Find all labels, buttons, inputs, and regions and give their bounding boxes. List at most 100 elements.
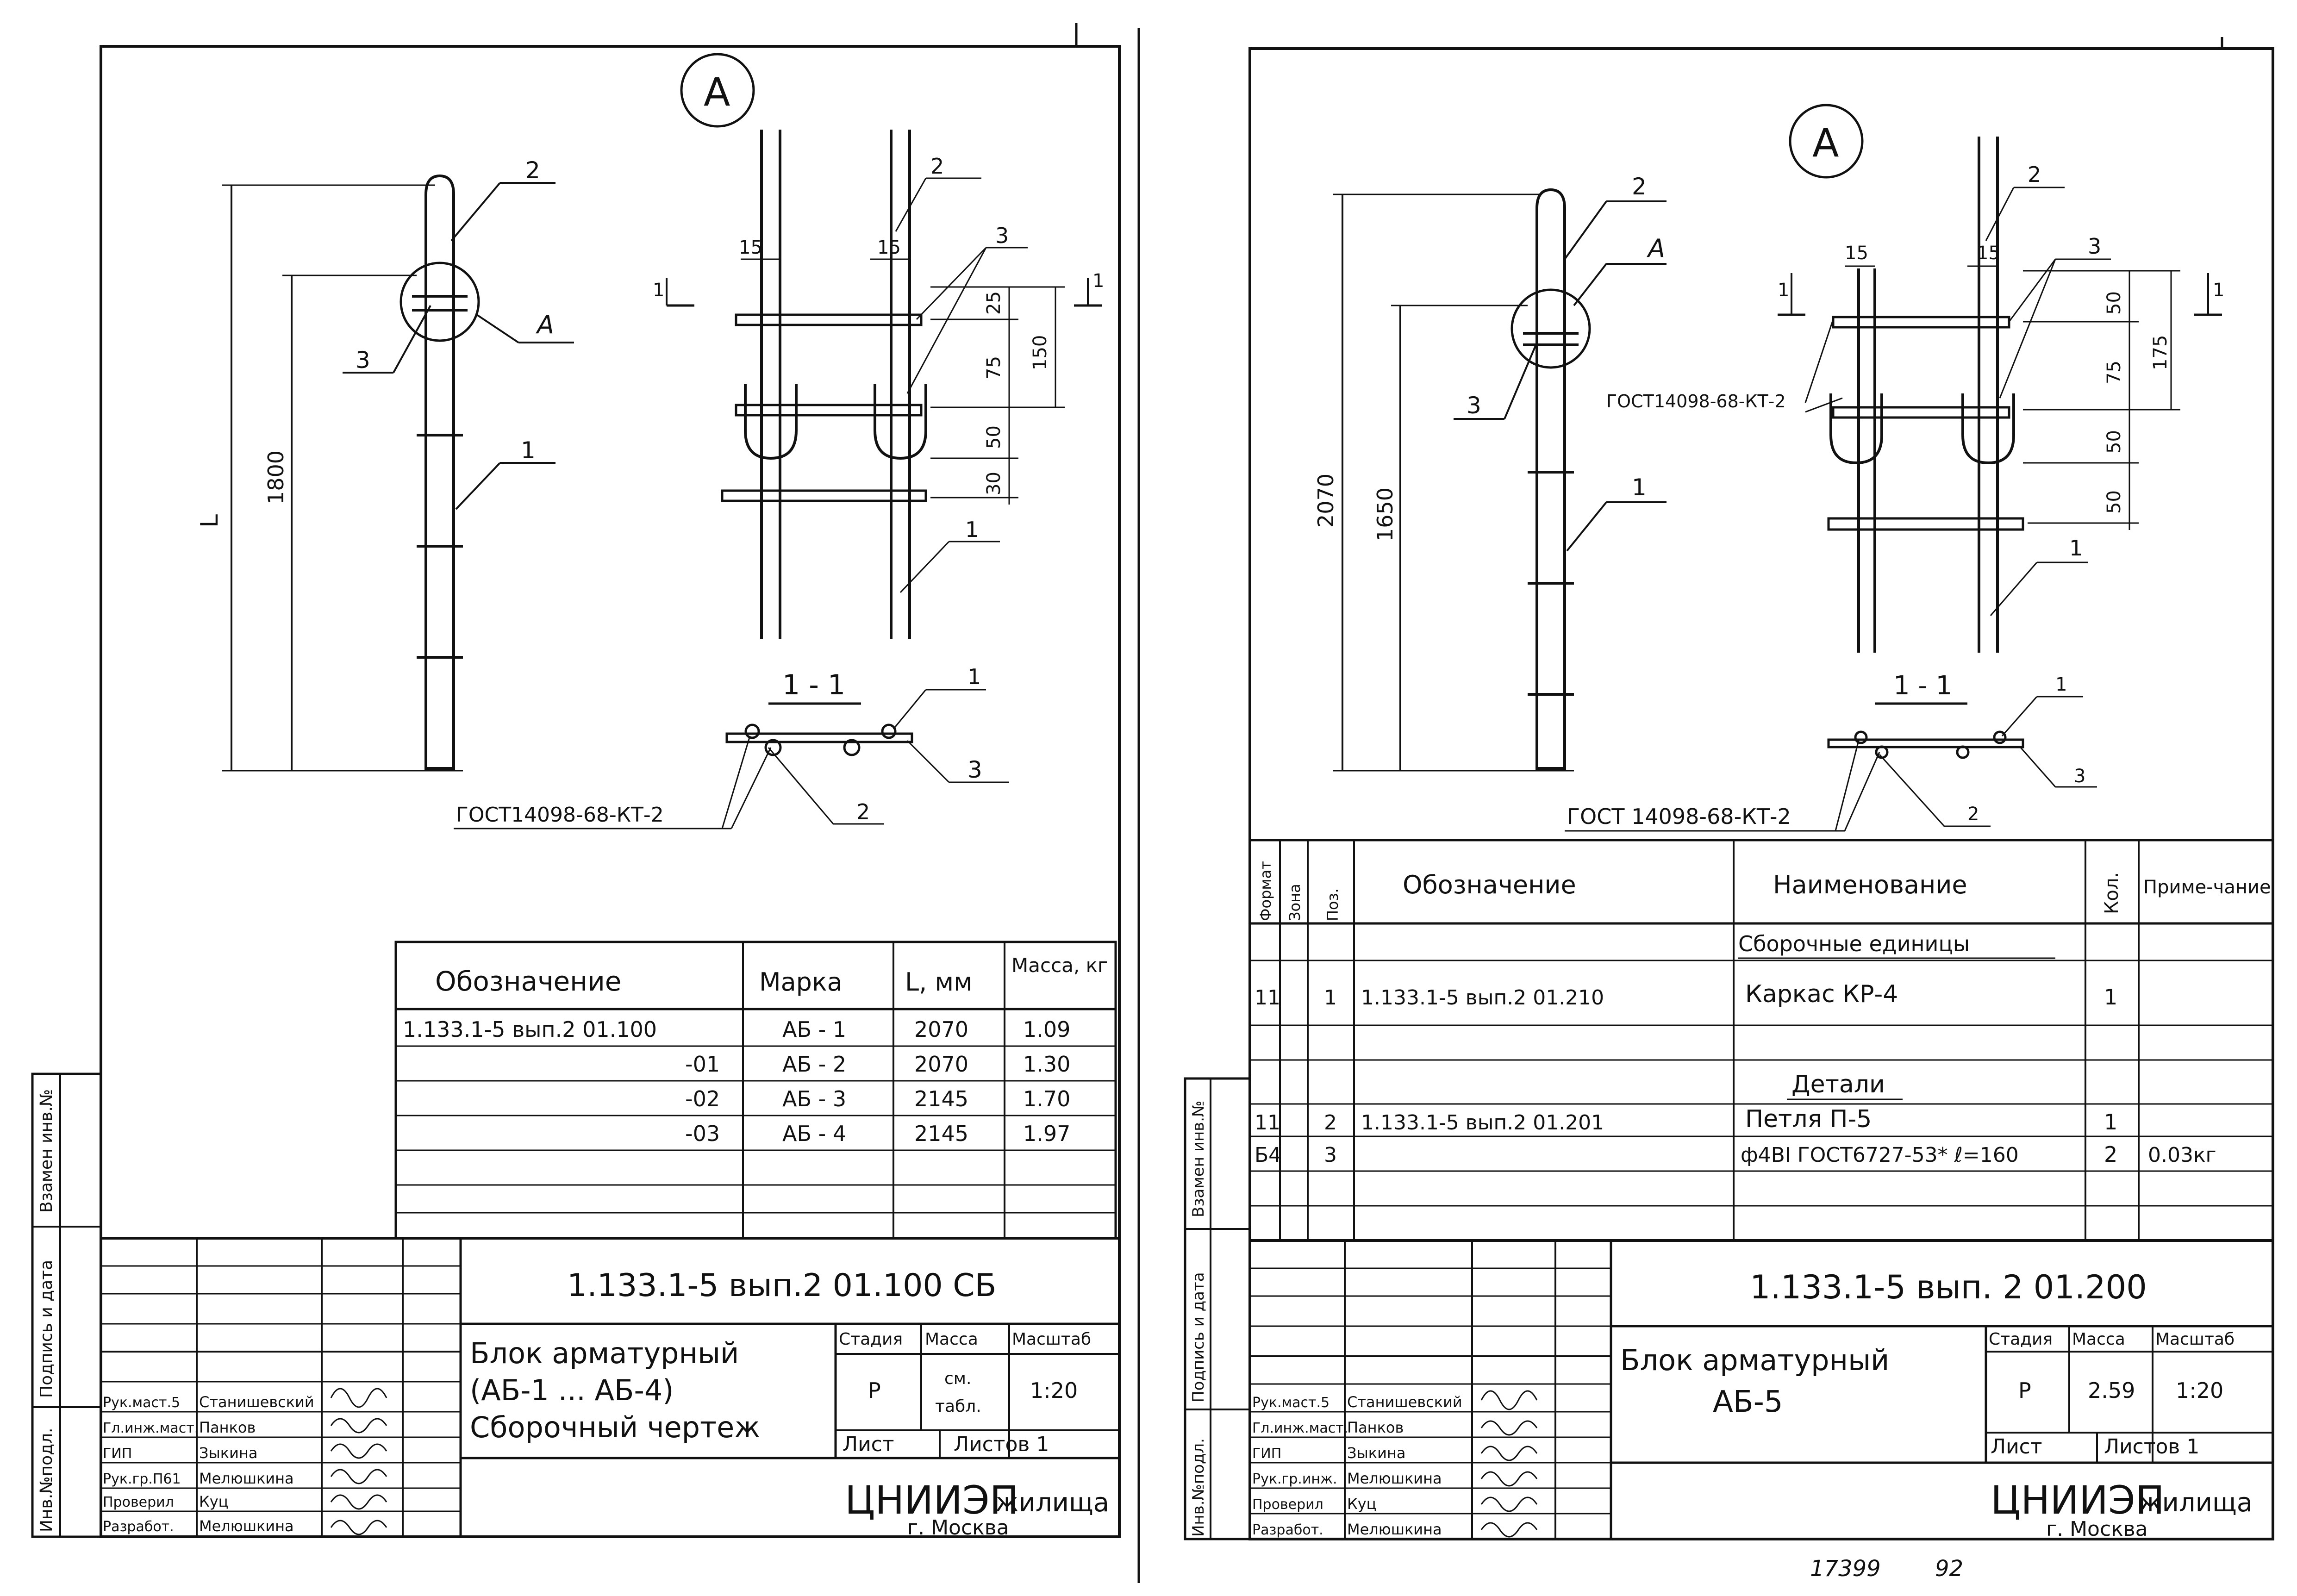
dim-1800: 1800 — [263, 450, 288, 505]
left-person: Куц — [199, 1493, 228, 1510]
left-pos-1: 1 — [521, 437, 536, 464]
signature — [1480, 1446, 1538, 1461]
dim-15b: 15 — [1977, 243, 2000, 264]
right-org-name: жилища — [2139, 1488, 2253, 1518]
dim-50a: 50 — [2104, 291, 2125, 315]
table-row-length: 2070 — [914, 1052, 968, 1077]
left-person: Станишевский — [199, 1393, 314, 1411]
right-group-assembly: Сборочные единицы — [1738, 931, 1970, 956]
table-row-qty: 2 — [2104, 1142, 2117, 1167]
right-person: Куц — [1347, 1495, 1376, 1513]
left-stage-value: Р — [868, 1378, 881, 1403]
table-row-length: 2070 — [914, 1017, 968, 1042]
table-row-mark: АБ - 4 — [782, 1121, 846, 1146]
table-row-designation: 1.133.1-5 вып.2 01.201 — [1361, 1111, 1604, 1135]
right-person: Мелюшкина — [1347, 1521, 1442, 1538]
right-section-mark-l: 1 — [1778, 280, 1789, 301]
left-role: Рук.маст.5 — [103, 1395, 180, 1411]
left-doc-name-1: Блок арматурный — [470, 1336, 739, 1370]
detail-circle-A — [1511, 288, 1591, 369]
right-sheets-label: Листов 1 — [2104, 1435, 2199, 1459]
right-org-logo: ЦНИИЭП — [1991, 1478, 2165, 1523]
right-doc-name-2: АБ-5 — [1713, 1385, 1783, 1419]
right-stage-header: Стадия — [1989, 1330, 2053, 1349]
right-scale-header: Масштаб — [2155, 1330, 2235, 1349]
detail-circle-A — [399, 262, 480, 342]
right-stage-value: Р — [2018, 1378, 2031, 1403]
left-spec-h-length: L, мм — [905, 967, 973, 997]
right-role: Разработ. — [1252, 1522, 1323, 1538]
right-org-city: г. Москва — [2046, 1517, 2148, 1541]
right-sec-pos-2: 2 — [1967, 804, 1979, 825]
left-person: Зыкина — [199, 1444, 257, 1462]
right-sheet-label: Лист — [1991, 1435, 2042, 1459]
right-detail-A: A 15 15 50 75 50 50 — [1606, 104, 2224, 653]
left-person: Панков — [199, 1419, 256, 1436]
left-spec-h-mark: Марка — [759, 967, 843, 997]
left-sec-pos-3: 3 — [967, 756, 982, 783]
left-view-label-A: A — [704, 69, 730, 115]
left-mass-value-2: табл. — [935, 1397, 981, 1416]
left-sec-pos-2: 2 — [856, 799, 870, 824]
dim-75: 75 — [2104, 361, 2125, 384]
right-view-label-A: A — [1812, 120, 1839, 166]
left-role: Проверил — [103, 1494, 174, 1510]
right-person: Мелюшкина — [1347, 1470, 1442, 1487]
right-person: Зыкина — [1347, 1444, 1405, 1462]
right-spec-table: Формат Зона Поз. Обозначение Наименовани… — [1248, 839, 2274, 1242]
right-role: ГИП — [1252, 1446, 1281, 1462]
left-org-logo: ЦНИИЭП — [845, 1478, 1019, 1523]
left-frame — [100, 45, 1121, 1538]
signature — [1480, 1496, 1538, 1512]
dim-1650: 1650 — [1373, 487, 1398, 542]
left-doc-name-3: Сборочный чертеж — [470, 1410, 760, 1444]
signature — [330, 1494, 387, 1510]
left-spec-table: Обозначение Марка L, мм Масса, кг — [394, 941, 1117, 1240]
signature — [330, 1443, 387, 1459]
dim-150: 150 — [1030, 335, 1051, 370]
left-title-block: Рук.маст.5 Гл.инж.маст. ГИП Рук.гр.П61 П… — [100, 1237, 1121, 1540]
table-row-designation: -01 — [685, 1052, 720, 1077]
table-row-mass: 1.30 — [1023, 1052, 1070, 1077]
signature — [1480, 1420, 1538, 1436]
dim-50c: 50 — [2104, 490, 2125, 514]
stamp-replace-inv: Взамен инв.№ — [37, 1089, 56, 1213]
right-section-title: 1 - 1 — [1893, 671, 1952, 701]
table-row-mass: 1.70 — [1023, 1086, 1070, 1111]
left-role: Гл.инж.маст. — [103, 1420, 199, 1436]
table-row-note: 0.03кг — [2148, 1143, 2216, 1167]
right-spec-h-pos: Поз. — [1324, 888, 1342, 921]
dim-15a: 15 — [739, 237, 762, 258]
right-role: Рук.маст.5 — [1252, 1395, 1330, 1411]
left-mass-header: Масса — [925, 1330, 978, 1349]
dim-15a: 15 — [1845, 243, 1868, 264]
right-section-mark-r: 1 — [2213, 280, 2224, 301]
left-detail-pos-1: 1 — [965, 517, 979, 542]
right-callout-A: A — [1647, 234, 1665, 263]
right-spec-h-qty: Кол. — [2101, 872, 2122, 914]
left-role: Рук.гр.П61 — [103, 1471, 181, 1487]
table-row-format: 11 — [1255, 986, 1280, 1010]
left-sheets-label: Листов 1 — [954, 1433, 1049, 1456]
left-spec-h-mass: Масса, кг — [1011, 954, 1108, 977]
table-row-pos: 1 — [1324, 986, 1337, 1010]
right-elevation: 2070 1650 2 A 3 1 — [1313, 173, 1667, 772]
right-section-1-1: 1 - 1 1 3 2 ГОСТ 14098-68-КТ-2 — [1565, 671, 2097, 832]
stamp-sign-date: Подпись и дата — [37, 1260, 56, 1398]
left-role: Разработ. — [103, 1519, 174, 1535]
right-mass-value: 2.59 — [2088, 1378, 2135, 1403]
dim-2070: 2070 — [1313, 474, 1338, 528]
left-person: Мелюшкина — [199, 1517, 294, 1535]
table-row-qty: 1 — [2104, 1110, 2117, 1135]
dim-L: L — [196, 514, 224, 528]
left-pos-3: 3 — [356, 347, 370, 374]
left-stage-header: Стадия — [839, 1330, 903, 1349]
right-pos-1: 1 — [1632, 474, 1647, 501]
table-row-mark: АБ - 2 — [782, 1052, 846, 1077]
left-spec-h-designation: Обозначение — [435, 966, 621, 997]
right-pos-3: 3 — [1467, 392, 1481, 419]
right-spec-h-format: Формат — [1257, 861, 1274, 921]
right-gost-note-top: ГОСТ14098-68-КТ-2 — [1606, 391, 1786, 411]
left-mass-value-1: см. — [944, 1369, 971, 1388]
